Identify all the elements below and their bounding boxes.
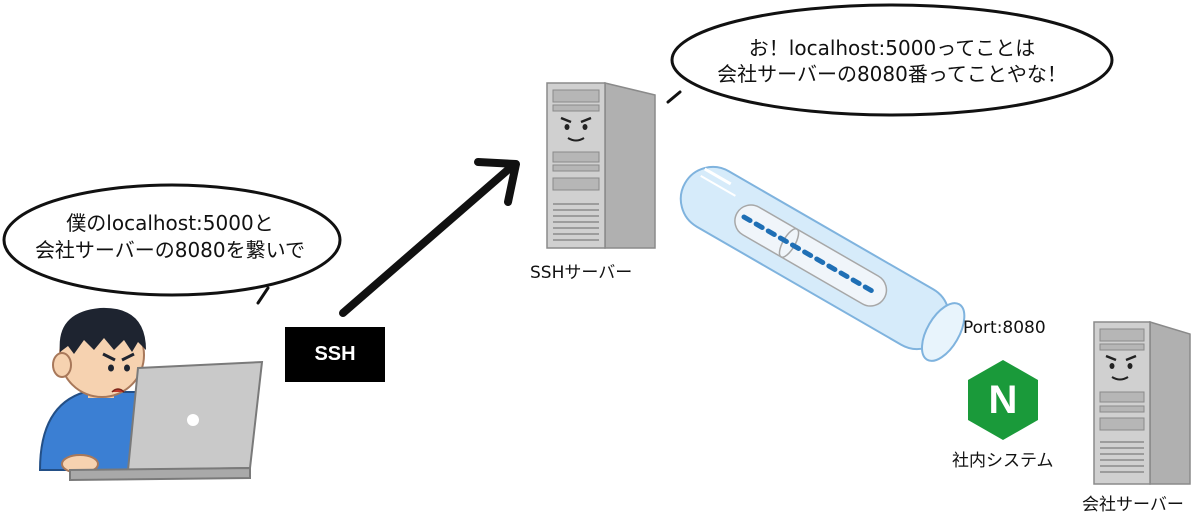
ssh-server-label: SSHサーバー bbox=[530, 263, 633, 283]
left-bubble-line-2: 会社サーバーの8080を繋いで bbox=[34, 238, 306, 262]
right-bubble-line-2: 会社サーバーの8080番ってことやな！ bbox=[717, 62, 1067, 86]
left-bubble-line-1: 僕のlocalhost:5000と bbox=[66, 211, 274, 235]
company-server-label: 会社サーバー bbox=[1082, 495, 1184, 515]
ssh-label-box: SSH bbox=[285, 327, 385, 382]
ssh-label: SSH bbox=[314, 343, 356, 365]
port-label: Port:8080 bbox=[963, 318, 1046, 338]
internal-system-label: 社内システム bbox=[952, 451, 1054, 471]
nginx-letter: N bbox=[988, 378, 1018, 422]
right-bubble-line-1: お！localhost:5000ってことは bbox=[748, 36, 1036, 60]
